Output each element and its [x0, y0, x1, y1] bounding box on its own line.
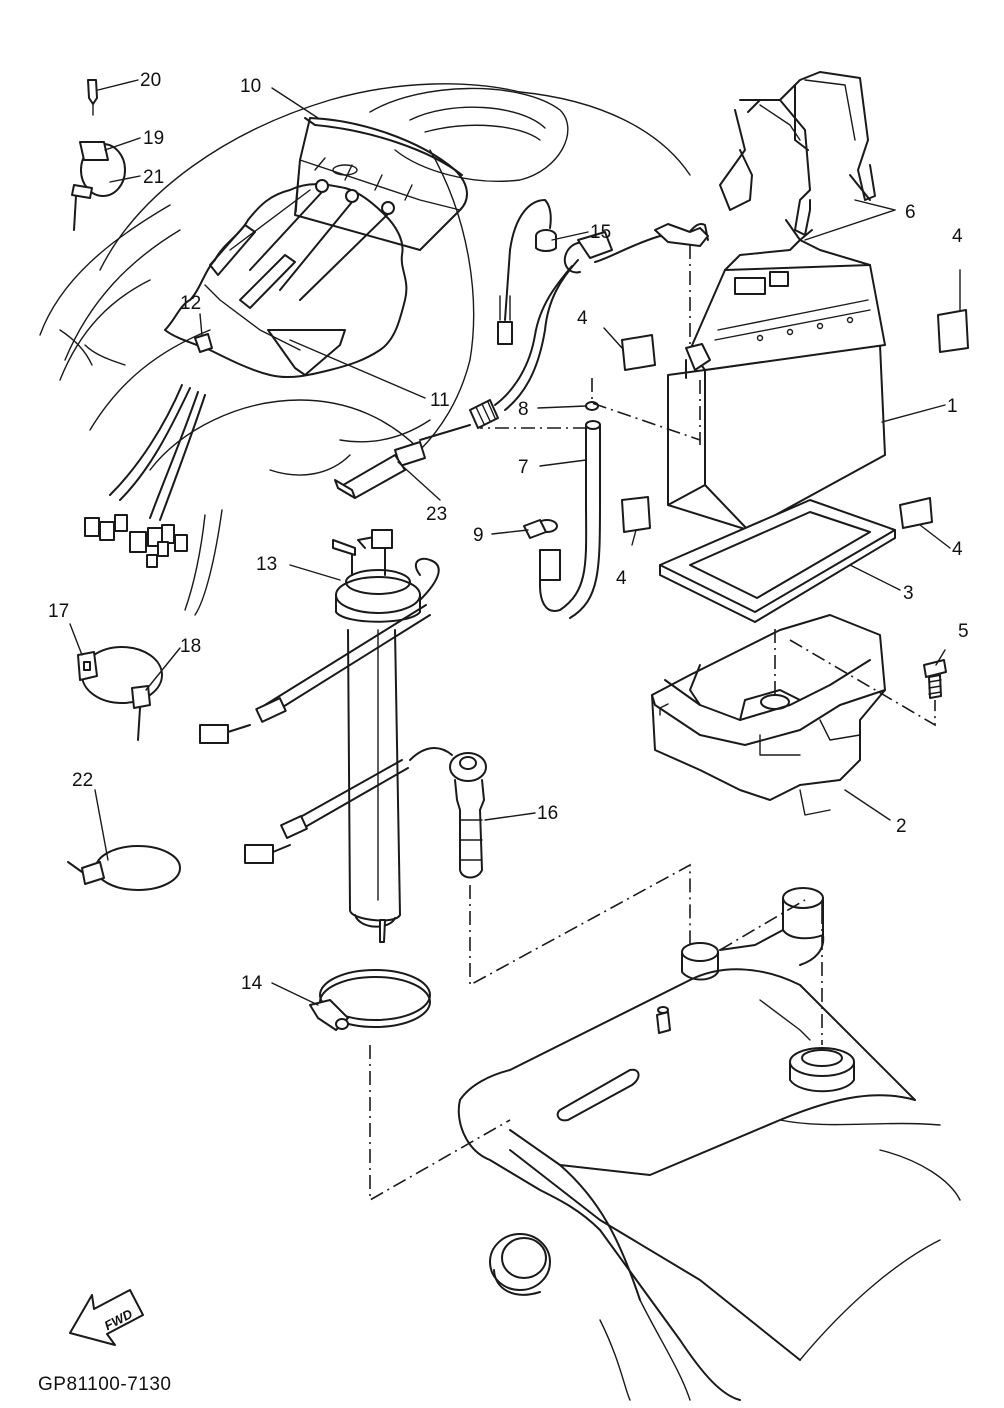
callout-15: 15: [590, 222, 611, 243]
hose-clamp-14: [309, 969, 431, 1031]
connector-12: [194, 333, 213, 353]
callout-23: 23: [426, 504, 447, 525]
callout-4-top-left: 4: [577, 308, 588, 329]
callout-10: 10: [240, 76, 261, 97]
fuel-tank: [457, 887, 961, 1401]
callouts: 20 19 21 10 12 11 15 4 4 6 1 8 7 9 23 4 …: [48, 70, 969, 994]
sensor-16: [244, 747, 487, 879]
callout-19: 19: [143, 128, 164, 149]
callout-5: 5: [958, 621, 969, 642]
callout-13: 13: [256, 554, 277, 575]
assembly-lines: [369, 245, 936, 1202]
callout-4-bottom-left: 4: [616, 568, 627, 589]
callout-6: 6: [905, 202, 916, 223]
bolt-5: [923, 659, 947, 699]
labels-4: [621, 309, 969, 533]
callout-21: 21: [143, 167, 164, 188]
callout-7: 7: [518, 457, 529, 478]
fwd-arrow: FWD: [69, 1289, 144, 1346]
fuel-sender: [199, 529, 440, 943]
callout-11: 11: [430, 390, 450, 411]
callout-9: 9: [473, 525, 484, 546]
callout-22: 22: [72, 770, 93, 791]
leader-lines: [69, 79, 961, 1006]
callout-4-top-right: 4: [952, 226, 963, 247]
callout-8: 8: [518, 399, 529, 420]
callout-14: 14: [241, 973, 263, 994]
callout-17: 17: [48, 601, 69, 622]
clip-clamp-tie: [71, 79, 126, 231]
battery-bands: [719, 71, 876, 241]
diagram-code: GP81100-7130: [38, 1374, 171, 1395]
vent-hose: [523, 401, 601, 619]
battery: [667, 239, 886, 531]
callout-1: 1: [947, 396, 958, 417]
battery-mat: [659, 499, 896, 623]
grommet-15: [497, 199, 557, 345]
callout-16: 16: [537, 803, 558, 824]
band-tie-17-18: [77, 646, 163, 741]
callout-3: 3: [903, 583, 914, 604]
battery-cable: [334, 223, 709, 499]
console-bracket: [204, 224, 346, 376]
callout-20: 20: [140, 70, 161, 91]
harness-connectors: [84, 384, 206, 568]
callout-4-bottom-right: 4: [952, 539, 963, 560]
callout-2: 2: [896, 816, 907, 837]
battery-box: [651, 614, 886, 816]
cable-tie-22: [67, 845, 181, 891]
meter-cluster: [229, 117, 468, 301]
callout-12: 12: [180, 293, 201, 314]
callout-18: 18: [180, 636, 201, 657]
